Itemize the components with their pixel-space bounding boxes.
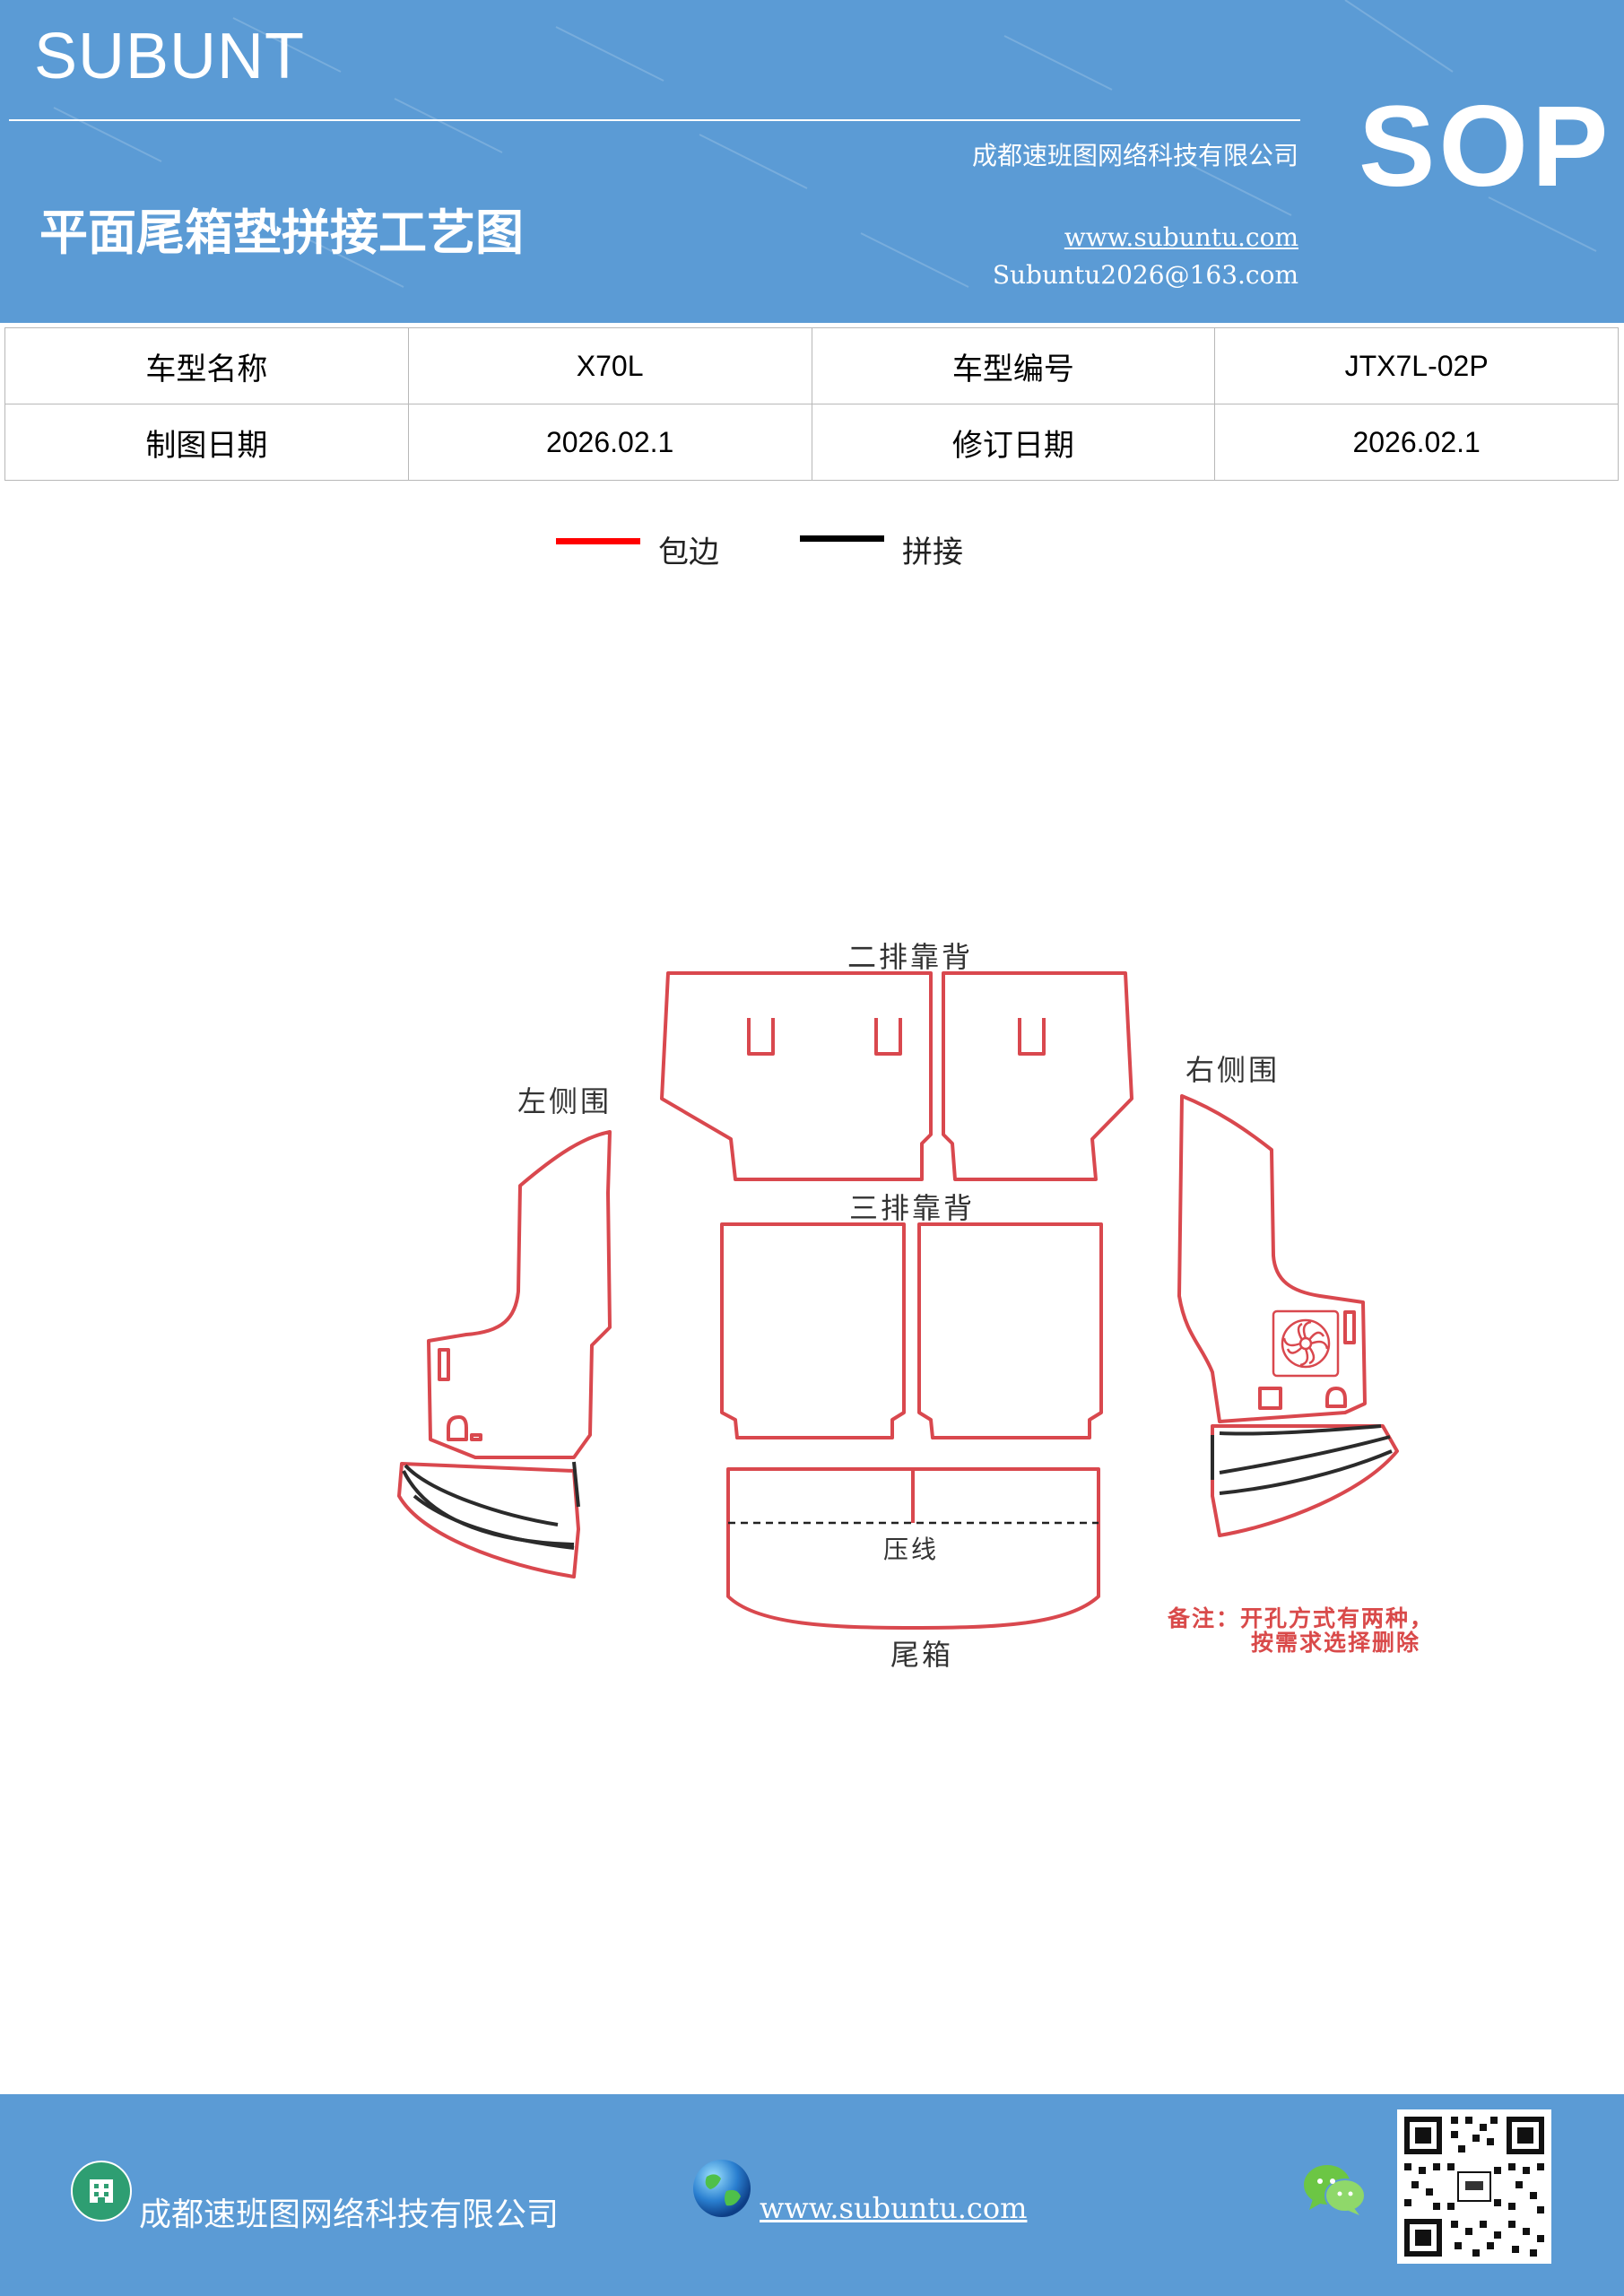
globe-icon (693, 2160, 751, 2217)
slot-right-1 (1018, 1018, 1046, 1056)
left-splice-4 (572, 1461, 580, 1508)
left-side-hole-2 (470, 1433, 482, 1441)
legend-swatch-red (556, 538, 640, 544)
sop-badge: SOP (1359, 83, 1612, 211)
company-name: 成都速班图网络科技有限公司 (971, 141, 1298, 170)
header-banner (0, 0, 1624, 323)
header-divider (9, 119, 1300, 121)
trunk-panel (726, 1467, 1100, 1630)
trunk-mat-diagram (397, 971, 1399, 1630)
right-side-slot (1343, 1310, 1356, 1344)
footer-website-link[interactable]: www.subuntu.com (760, 2191, 1028, 2225)
note-line-2: 按需求选择删除 (1251, 1630, 1421, 1656)
right-side-panel (1177, 1094, 1367, 1423)
vehicle-info-table: 车型名称 X70L 车型编号 JTX7L-02P 制图日期 2026.02.1 … (4, 327, 1619, 481)
left-flap-outline (397, 1462, 580, 1578)
right-splice-1 (1219, 1424, 1382, 1436)
second-row-label: 二排靠背 (847, 940, 974, 974)
second-row-right-panel (942, 971, 1133, 1181)
table-row: 制图日期 2026.02.1 修订日期 2026.02.1 (4, 404, 1619, 481)
slot-left-2 (874, 1018, 902, 1056)
draw-date-label: 制图日期 (4, 404, 409, 481)
model-name-label: 车型名称 (4, 327, 409, 404)
revision-date-value: 2026.02.1 (1214, 404, 1619, 481)
crease-label: 压线 (883, 1535, 940, 1564)
vent-fan-icon (1272, 1309, 1340, 1378)
footer-company-name: 成都速班图网络科技有限公司 (139, 2196, 560, 2233)
right-splice-2 (1219, 1435, 1391, 1474)
left-side-panel (427, 1130, 612, 1459)
model-code-value: JTX7L-02P (1214, 327, 1619, 404)
right-side-hole-2 (1325, 1387, 1347, 1408)
model-name-value: X70L (407, 327, 812, 404)
model-code-label: 车型编号 (811, 327, 1216, 404)
revision-date-label: 修订日期 (811, 404, 1216, 481)
qr-code[interactable] (1397, 2109, 1551, 2264)
second-row-left-panel (660, 971, 933, 1181)
left-splice-3 (402, 1470, 575, 1546)
right-side-hole-1 (1258, 1387, 1282, 1410)
draw-date-value: 2026.02.1 (407, 404, 812, 481)
note-line-1: 备注：开孔方式有两种， (1168, 1605, 1435, 1631)
legend-label-seam: 拼接 (902, 535, 963, 570)
left-side-hole-1 (447, 1415, 468, 1441)
legend-label-binding: 包边 (658, 535, 719, 570)
slot-left-1 (747, 1018, 775, 1056)
page-title: 平面尾箱垫拼接工艺图 (39, 204, 524, 261)
table-row: 车型名称 X70L 车型编号 JTX7L-02P (4, 327, 1619, 404)
right-splice-3 (1219, 1449, 1393, 1495)
left-side-label: 左侧围 (517, 1084, 612, 1118)
legend-swatch-black (800, 535, 884, 542)
email-address[interactable]: Subuntu2026@163.com (992, 260, 1298, 290)
right-flap-outline (1211, 1424, 1399, 1537)
third-row-left-panel (720, 1222, 906, 1439)
watermark-pattern (53, 0, 1597, 288)
trunk-label: 尾箱 (890, 1638, 954, 1672)
wechat-icon[interactable] (1302, 2161, 1367, 2217)
website-link[interactable]: www.subuntu.com (1064, 222, 1298, 252)
building-icon (71, 2161, 132, 2222)
third-row-label: 三排靠背 (849, 1191, 976, 1225)
left-splice-1 (404, 1464, 559, 1526)
third-row-right-panel (917, 1222, 1103, 1439)
right-side-label: 右侧围 (1185, 1053, 1281, 1087)
brand-name: SUBUNT (34, 21, 306, 92)
left-side-slot (438, 1348, 450, 1381)
